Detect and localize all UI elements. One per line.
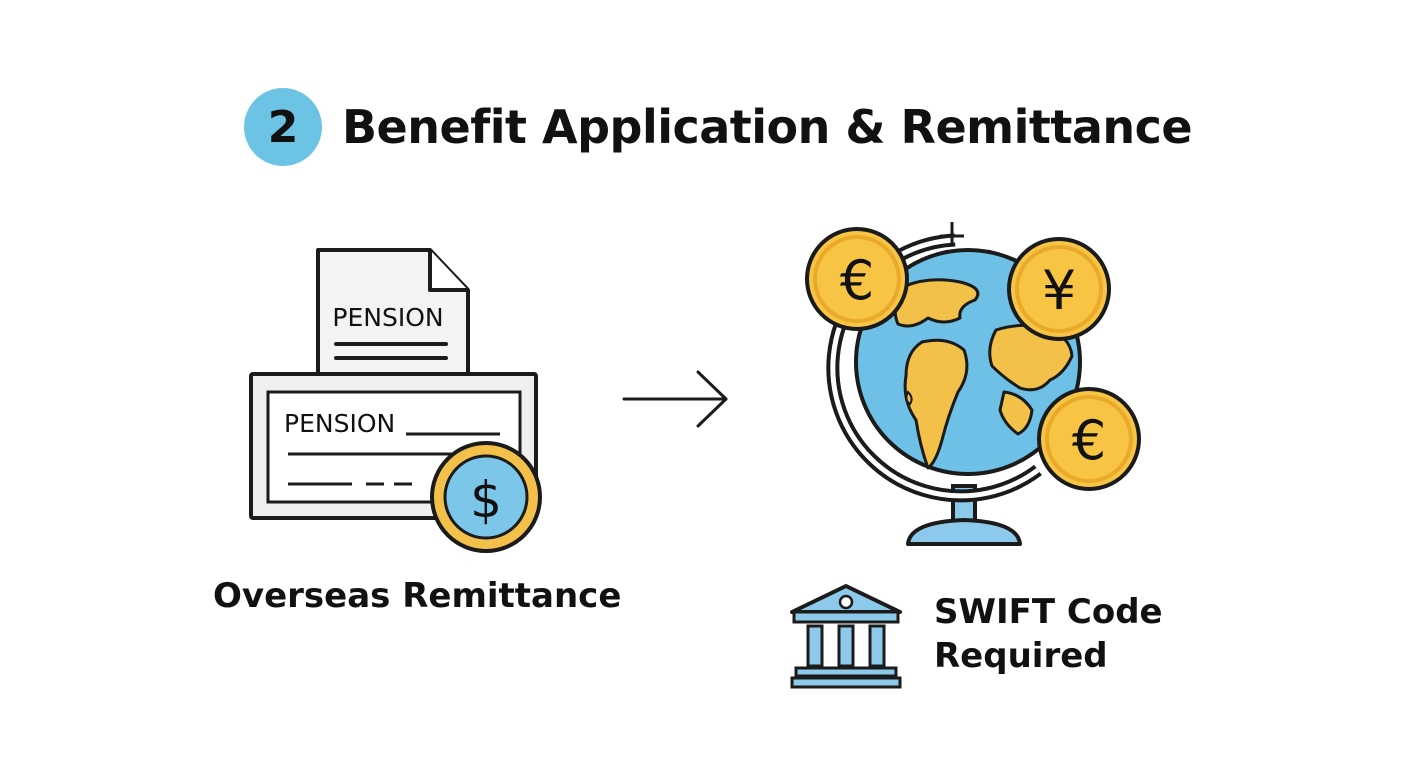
euro-symbol-top: € [840, 249, 874, 312]
section-header: 2 Benefit Application & Remittance [244, 86, 1193, 168]
bank-icon [790, 584, 902, 689]
document-label: PENSION [332, 303, 443, 332]
swift-code-line: SWIFT Code [934, 592, 1163, 632]
dollar-coin-icon: $ [430, 441, 542, 553]
yen-symbol: ¥ [1042, 259, 1076, 322]
document-icon: PENSION [316, 248, 470, 382]
euro-coin-icon: € [805, 227, 909, 331]
section-title: Benefit Application & Remittance [342, 100, 1193, 154]
arrow-right-icon [622, 370, 728, 428]
dollar-symbol: $ [470, 471, 502, 529]
euro-coin-icon: € [1037, 387, 1141, 491]
required-line: Required [934, 636, 1108, 676]
swift-code-caption: SWIFT Code Required [934, 590, 1163, 678]
step-number-badge: 2 [244, 88, 322, 166]
yen-coin-icon: ¥ [1007, 237, 1111, 341]
check-label: PENSION [284, 409, 395, 438]
euro-symbol-bottom: € [1072, 409, 1106, 472]
overseas-remittance-caption: Overseas Remittance [213, 576, 622, 616]
